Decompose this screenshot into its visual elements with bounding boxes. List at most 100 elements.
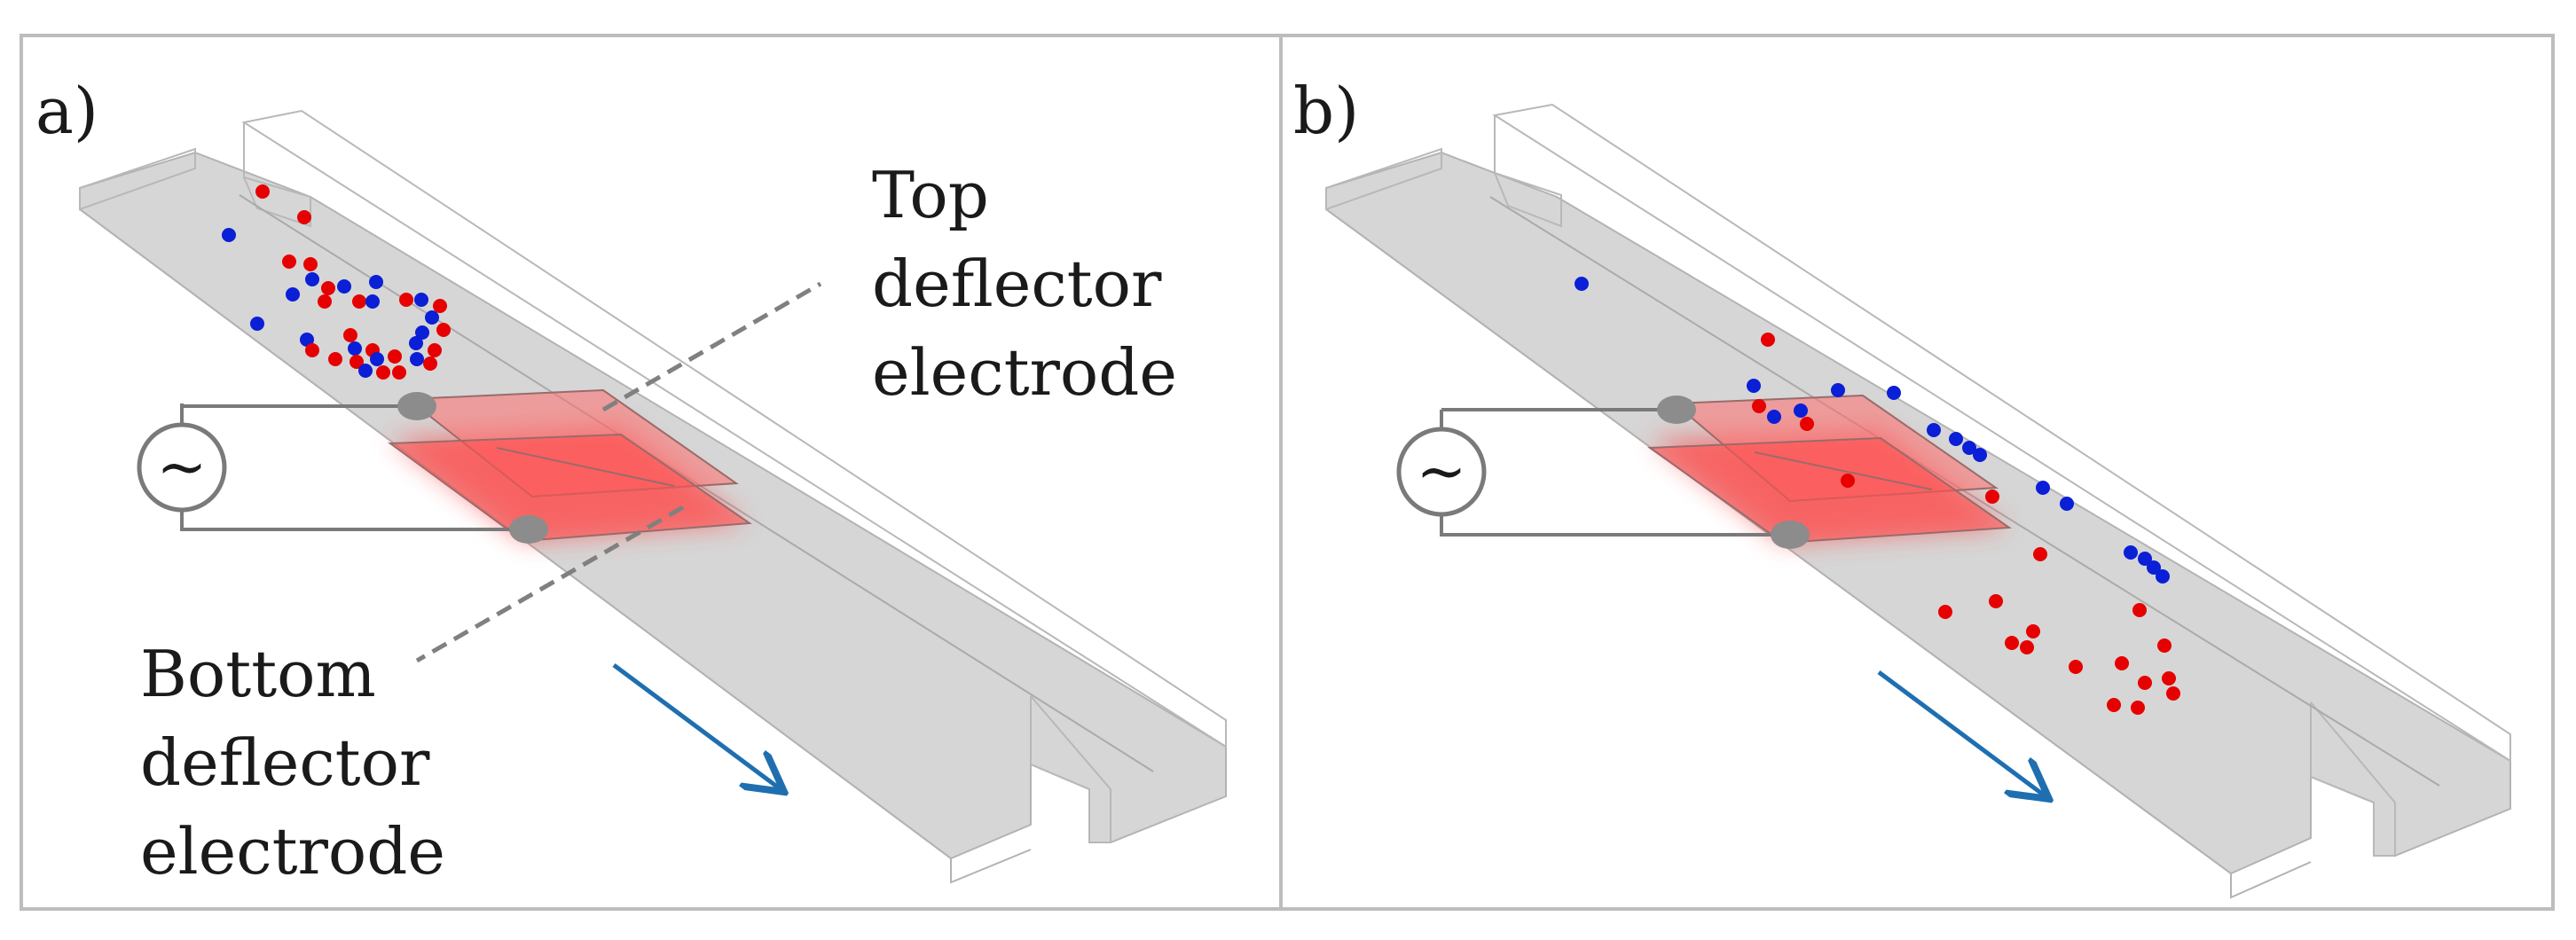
- flow-direction-arrow: [1877, 670, 2046, 796]
- particle-blue: [2060, 497, 2074, 511]
- inlet-wall-left: [1325, 147, 1442, 211]
- bottom-electrode-label: Bottom deflector electrode: [140, 637, 445, 889]
- electrode-divider: [496, 447, 675, 487]
- particle-red: [423, 356, 437, 371]
- particle-red: [388, 349, 402, 364]
- particle-blue: [365, 294, 380, 309]
- panel-b: b) ~: [1279, 34, 2555, 911]
- ac-source-symbol: ~: [157, 433, 208, 503]
- ac-source-icon: [137, 422, 227, 513]
- bottom-deflector-electrode: [1647, 436, 2012, 544]
- particle-blue: [2156, 569, 2170, 584]
- particle-blue: [1887, 386, 1901, 400]
- particle-red: [2132, 603, 2147, 617]
- deflector-electrodes: [1647, 394, 2012, 544]
- particle-red: [321, 281, 335, 295]
- ac-source-icon: [1396, 427, 1487, 517]
- particle-blue: [425, 310, 439, 325]
- particle-red: [2069, 660, 2083, 674]
- particle-blue: [222, 228, 236, 242]
- particle-red: [2026, 624, 2040, 638]
- inlet-wall-left: [79, 147, 196, 211]
- top-leader-line: [601, 281, 822, 412]
- bottom-label-line-1: Bottom: [140, 637, 376, 711]
- particle-blue: [1949, 432, 1963, 446]
- particle-red: [1761, 333, 1775, 347]
- top-label-line-1: Top: [872, 158, 989, 232]
- particle-red: [343, 328, 357, 342]
- particle-red: [305, 343, 319, 357]
- particle-blue: [1575, 277, 1589, 291]
- particle-blue: [410, 352, 424, 366]
- bottom-contact: [509, 515, 548, 544]
- particle-red: [2138, 676, 2152, 690]
- particle-red: [2033, 547, 2047, 561]
- particle-red: [392, 365, 406, 380]
- particle-red: [352, 294, 366, 309]
- particle-red: [255, 184, 270, 199]
- particle-blue: [1794, 403, 1808, 418]
- flow-direction-arrow: [612, 662, 781, 789]
- top-contact: [1657, 396, 1696, 424]
- inlet-notch: [243, 122, 311, 228]
- wire-left-bottom: [1440, 510, 1790, 537]
- particle-blue: [358, 364, 373, 378]
- particle-blue: [286, 287, 300, 302]
- particle-red: [318, 294, 332, 309]
- top-electrode-label: Top deflector electrode: [872, 158, 1177, 410]
- ac-source-symbol: ~: [1417, 437, 1467, 507]
- particle-blue: [1973, 448, 1987, 462]
- channel-centerline: [1489, 196, 2440, 787]
- particle-red: [297, 210, 311, 224]
- particle-blue: [250, 317, 264, 331]
- particle-blue: [300, 333, 314, 347]
- inlet-wall-top: [1492, 103, 2511, 763]
- wire-left-bottom: [180, 505, 528, 531]
- particle-blue: [2036, 481, 2050, 495]
- particles-panel-b: [1575, 277, 2180, 715]
- electrode-divider: [1754, 451, 1933, 490]
- particle-red: [2020, 640, 2034, 654]
- particle-blue: [409, 336, 423, 350]
- particle-red: [328, 352, 342, 366]
- deflector-electrodes: [388, 388, 752, 543]
- top-label-line-3: electrode: [872, 335, 1177, 410]
- particle-red: [1938, 605, 1952, 619]
- particle-blue: [370, 352, 384, 366]
- particle-red: [1752, 399, 1766, 413]
- particle-red: [399, 293, 413, 307]
- particle-red: [1841, 474, 1855, 488]
- outlet-notch: [2310, 701, 2396, 857]
- bottom-deflector-electrode: [388, 433, 752, 543]
- particles-panel-a: [222, 184, 451, 380]
- particle-blue: [305, 272, 319, 286]
- particle-blue: [2124, 545, 2138, 560]
- particle-blue: [348, 341, 362, 356]
- particle-red: [349, 355, 364, 369]
- particle-blue: [337, 279, 351, 294]
- particle-blue: [2138, 552, 2152, 566]
- ac-circuit: ~: [1396, 396, 1810, 549]
- particle-blue: [1747, 379, 1761, 393]
- particle-red: [303, 257, 318, 271]
- particle-red: [2107, 698, 2121, 712]
- particle-blue: [369, 275, 383, 289]
- outlet-notch: [1030, 695, 1111, 843]
- particle-red: [2005, 636, 2019, 650]
- particle-red: [1800, 417, 1814, 431]
- panel-b-label: b): [1293, 74, 1359, 148]
- particle-red: [2162, 671, 2176, 685]
- bottom-leader-line: [415, 505, 685, 663]
- particle-red: [2115, 656, 2129, 670]
- particle-red: [436, 323, 451, 337]
- particle-blue: [1962, 441, 1976, 455]
- particle-blue: [1927, 423, 1941, 437]
- particle-red: [2157, 638, 2172, 653]
- particle-blue: [1831, 383, 1845, 397]
- panel-a-label: a): [35, 74, 98, 148]
- bottom-contact: [1771, 521, 1810, 549]
- particle-blue: [414, 293, 428, 307]
- particle-red: [2166, 686, 2180, 701]
- particle-blue: [1767, 410, 1781, 424]
- particle-red: [376, 365, 390, 380]
